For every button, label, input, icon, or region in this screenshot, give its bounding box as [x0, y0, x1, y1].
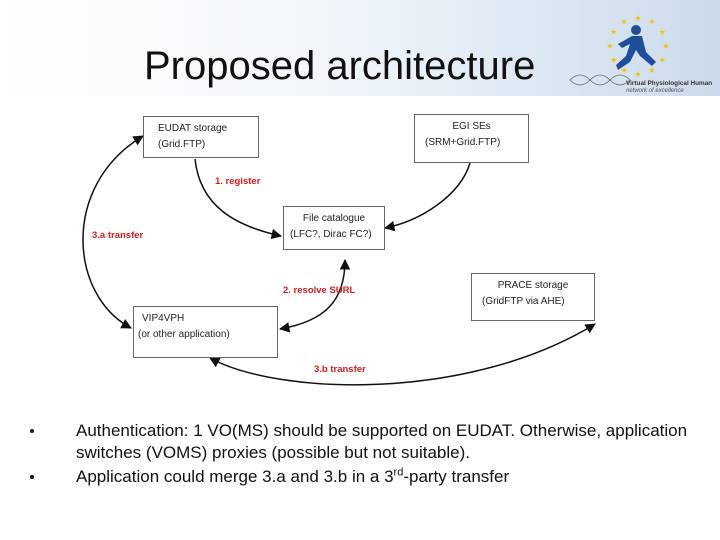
box-sublabel: (LFC?, Dirac FC?): [290, 229, 372, 240]
egi-ses-box: EGI SEs (SRM+Grid.FTP): [414, 114, 529, 163]
box-label: File catalogue: [302, 213, 366, 224]
diagram-arrows: [82, 135, 596, 386]
star-icon: [620, 67, 628, 73]
label-resolve: 2. resolve SURL: [283, 285, 356, 296]
box-sublabel: (or other application): [138, 329, 230, 340]
star-ring-icon: [606, 14, 670, 77]
bullet-list: Authentication: 1 VO(MS) should be suppo…: [30, 420, 700, 490]
box-label: EGI SEs: [452, 121, 491, 132]
star-icon: [610, 28, 617, 35]
box-sublabel: (Grid.FTP): [158, 139, 206, 150]
file-catalogue-box: File catalogue (LFC?, Dirac FC?): [283, 206, 385, 250]
star-icon: [610, 56, 617, 63]
vph-logo: [569, 14, 670, 86]
label-transfer-a: 3.a transfer: [92, 230, 144, 241]
box-label: PRACE storage: [497, 280, 569, 291]
title-banner: Proposed architecture: [0, 0, 720, 96]
star-icon: [634, 70, 642, 77]
bullet-dot: [30, 429, 34, 433]
arrow-register: [194, 158, 283, 240]
star-icon: [648, 67, 656, 73]
label-register: 1. register: [215, 176, 261, 187]
bullet-dot: [30, 475, 34, 479]
arrow-egi-to-catalogue: [383, 162, 471, 232]
prace-storage-box: PRACE storage (GridFTP via AHE): [471, 273, 595, 321]
vip4vph-box: VIP4VPH (or other application): [133, 306, 278, 358]
star-icon: [659, 56, 666, 63]
star-icon: [606, 42, 614, 49]
arrow-transfer-a: [82, 135, 144, 329]
bullet-item: Authentication: 1 VO(MS) should be suppo…: [30, 420, 700, 464]
dna-helix-icon: [569, 74, 631, 86]
label-transfer-b: 3.b transfer: [314, 364, 366, 375]
logo-text-line1: Virtual Physiological Human: [626, 80, 713, 87]
arrow-transfer-b: [209, 323, 596, 386]
eudat-storage-box: EUDAT storage (Grid.FTP): [143, 116, 259, 158]
star-icon: [648, 18, 656, 25]
star-icon: [662, 42, 670, 49]
bullet-text-end: -party transfer: [403, 467, 510, 486]
logo-text-line2: network of excellence: [626, 88, 684, 94]
slide-title: Proposed architecture: [144, 44, 536, 88]
star-icon: [634, 14, 642, 21]
bullet-superscript: rd: [393, 466, 404, 479]
box-label: VIP4VPH: [142, 313, 185, 324]
box-sublabel: (SRM+Grid.FTP): [425, 137, 501, 148]
box-sublabel: (GridFTP via AHE): [482, 296, 565, 307]
architecture-diagram: EUDAT storage (Grid.FTP) EGI SEs (SRM+Gr…: [0, 96, 720, 396]
star-icon: [620, 18, 628, 25]
box-label: EUDAT storage: [158, 123, 228, 134]
bullet-text: Application could merge 3.a and 3.b in a…: [76, 467, 394, 486]
star-icon: [659, 28, 666, 35]
runner-figure-icon: [616, 25, 656, 70]
bullet-text: Authentication: 1 VO(MS) should be suppo…: [76, 421, 688, 462]
bullet-item: Application could merge 3.a and 3.b in a…: [30, 466, 700, 488]
